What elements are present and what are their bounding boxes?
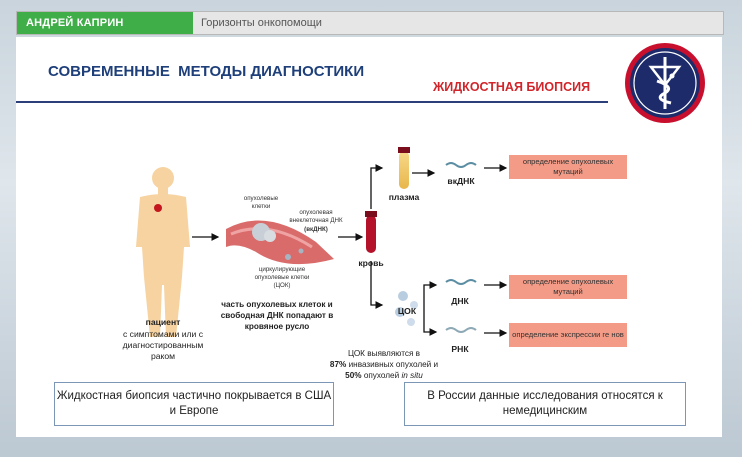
ctc-label-long: циркулирующие опухолевые клетки — [254, 266, 310, 281]
plasma-label: плазма — [388, 192, 420, 202]
caduceus-logo-icon — [625, 43, 705, 123]
rna-icon — [445, 327, 477, 333]
ctdna-abbr: (вкДНК) — [304, 226, 328, 233]
plasma-tube-icon — [398, 147, 410, 189]
note-right: В России данные исследования относятся к… — [404, 382, 686, 426]
ctc-abbr: (ЦОК) — [273, 282, 291, 289]
branch-marker-dna: ДНК — [451, 296, 469, 306]
diagram-art — [136, 147, 508, 337]
top-bar: АНДРЕЙ КАПРИН Горизонты онкопомощи — [16, 11, 724, 35]
title-divider — [16, 101, 608, 103]
branch-marker-ctdna: вкДНК — [447, 176, 475, 186]
vessel-caption: часть опухолевых клеток и свободная ДНК … — [220, 300, 334, 331]
blood-tube-icon — [365, 211, 377, 253]
result-box-dna: определение опухолевых мутаций — [509, 275, 627, 299]
patient-figure-icon — [136, 167, 190, 337]
slide: СОВРЕМЕННЫЕ МЕТОДЫ ДИАГНОСТИКИ ЖИДКОСТНА… — [16, 37, 722, 437]
slide-title: СОВРЕМЕННЫЕ МЕТОДЫ ДИАГНОСТИКИ — [48, 63, 365, 80]
ctc-label: ЦОК — [397, 306, 417, 316]
ctdna-label: опухолевая внеклеточная ДНК — [289, 209, 343, 224]
result-box-ctdna: определение опухолевых мутаций — [509, 155, 627, 179]
result-box-rna: определение экспрессии ге нов — [509, 323, 627, 347]
note-left: Жидкостная биопсия частично покрывается … — [54, 382, 334, 426]
dna-icon — [445, 162, 477, 168]
presenter-name: АНДРЕЙ КАПРИН — [17, 12, 193, 34]
patient-desc: с симптомами или с диагностированным рак… — [122, 329, 204, 361]
tumor-cells-label: опухолевые клетки — [243, 195, 279, 210]
patient-title: пациент — [145, 317, 181, 327]
blood-vessel-icon — [226, 220, 334, 265]
ctc-note: ЦОК выявляются в 87% инвазивных опухолей… — [329, 349, 439, 380]
slide-subtitle: ЖИДКОСТНАЯ БИОПСИЯ — [433, 80, 591, 94]
blood-label: кровь — [358, 258, 384, 268]
branch-marker-rna: РНК — [451, 344, 469, 354]
dna-icon-2 — [445, 279, 477, 285]
ctc-cells-icon — [395, 291, 418, 326]
series-title: Горизонты онкопомощи — [201, 17, 322, 29]
